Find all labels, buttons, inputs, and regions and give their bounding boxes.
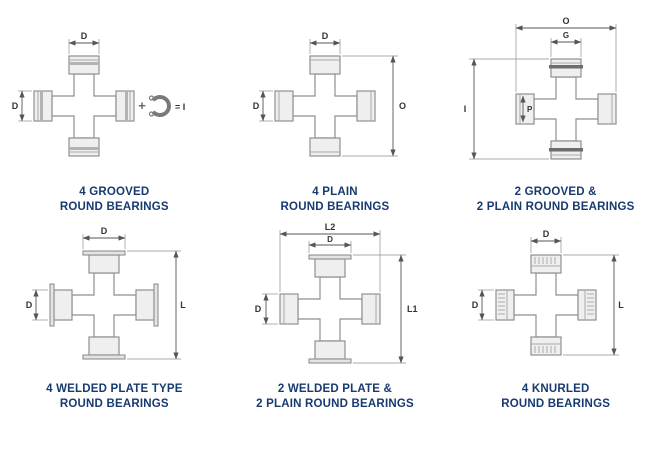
dimension-G-top: G (550, 31, 582, 57)
figure-caption: 4 WELDED PLATE TYPE ROUND BEARINGS (46, 382, 183, 412)
ujoint-diagram-4-knurled: D D L (471, 229, 624, 356)
ujoint-diagram-4-grooved: D D + = I (12, 31, 186, 157)
cross-and-cups (49, 250, 159, 360)
dimension-O-right: O (341, 55, 406, 157)
caption-line-1: 4 KNURLED (521, 382, 590, 395)
dim-label-l2-top: L2 (325, 222, 336, 232)
dimension-O-top: O (515, 16, 617, 92)
caption-line-1: 4 GROOVED (79, 186, 150, 198)
dim-label-d-left: D (253, 101, 260, 111)
dimension-D-top: D (308, 235, 352, 253)
figure-4-welded-plate: D D L 4 WELDED PLATE TYPE ROUND BEARINGS (4, 221, 225, 412)
plus-sign: + (139, 98, 147, 113)
dimension-D-left: D (255, 293, 278, 325)
cross-and-cups (279, 254, 381, 364)
dim-label-d-top: D (101, 226, 108, 236)
dim-label-d-left: D (255, 304, 262, 314)
dimension-D-top: D (82, 226, 126, 249)
dim-label-o-right: O (399, 101, 406, 111)
knurl-texture (497, 256, 594, 353)
dim-label-d-top: D (322, 31, 329, 41)
dimension-D-left: D (26, 289, 49, 321)
figure-grid: D D + = I 4 GROOVED ROUND BEARINGS (4, 14, 666, 412)
dimension-D-left: D (471, 289, 494, 321)
dimension-P-left-cup: P (519, 95, 533, 123)
dim-label-d-top: D (542, 229, 549, 239)
ujoint-diagram-2-grooved-2-plain: O G I P (463, 16, 617, 160)
dim-label-o-top: O (562, 16, 569, 26)
cross-and-cups (274, 55, 376, 157)
figure-caption: 2 WELDED PLATE & 2 PLAIN ROUND BEARINGS (256, 382, 414, 412)
caption-line-2: ROUND BEARINGS (280, 200, 390, 213)
dim-label-d-top: D (327, 235, 333, 244)
ujoint-diagram-2-welded-2-plain: L2 D D L1 (255, 222, 418, 364)
ujoint-diagram-4-plain: D D O (253, 31, 406, 157)
dim-label-p: P (527, 105, 533, 114)
dimension-D-top: D (530, 229, 562, 253)
dimension-D-top: D (309, 31, 341, 54)
caption-line-1: 2 GROOVED & (514, 186, 597, 198)
dimension-L-right: L (127, 250, 187, 360)
caption-line-1: 4 WELDED PLATE TYPE (46, 382, 183, 395)
dimension-L2-top: L2 (279, 222, 381, 292)
figure-caption: 4 KNURLED ROUND BEARINGS (501, 382, 610, 412)
figure-caption: 4 GROOVED ROUND BEARINGS (60, 185, 169, 215)
caption-line-2: ROUND BEARINGS (501, 397, 611, 410)
dim-label-d-top: D (81, 31, 88, 41)
dim-label-l1-right: L1 (407, 304, 418, 314)
dim-label-g-top: G (563, 31, 569, 40)
dim-label-l-right: L (618, 300, 624, 310)
cross-and-cups (495, 254, 597, 356)
cross-and-cups (33, 55, 135, 157)
equals-i-label: = I (175, 102, 185, 112)
snap-ring-formula: + = I (139, 95, 186, 117)
dim-label-d-left: D (12, 101, 19, 111)
caption-line-2: ROUND BEARINGS (59, 200, 169, 213)
dim-label-l-right: L (181, 300, 187, 310)
figure-4-plain: D D O 4 PLAIN ROUND BEARINGS (225, 14, 446, 215)
figure-caption: 4 PLAIN ROUND BEARINGS (281, 185, 390, 215)
caption-line-2: ROUND BEARINGS (59, 397, 169, 410)
figure-2-welded-2-plain: L2 D D L1 2 WELDED PLATE & (225, 221, 446, 412)
dimension-I-left: I (463, 58, 549, 160)
caption-line-1: 4 PLAIN (312, 186, 358, 198)
dimension-D-left: D (253, 90, 273, 122)
dimension-L1-right: L1 (352, 254, 418, 364)
dimension-D-left: D (12, 90, 33, 122)
dimension-D-top: D (68, 31, 100, 54)
dim-label-i-left: I (463, 104, 466, 114)
caption-line-2: 2 PLAIN ROUND BEARINGS (476, 200, 635, 213)
caption-line-2: 2 PLAIN ROUND BEARINGS (256, 397, 414, 410)
figure-2-grooved-2-plain: O G I P 2 GROOVED & 2 PLAIN ROUND BEARIN… (445, 14, 666, 215)
figure-4-knurled: D D L 4 KNURLED ROUND BEARINGS (445, 221, 666, 412)
snap-ring-icon (151, 95, 172, 117)
dim-label-d-left: D (26, 300, 33, 310)
ujoint-diagram-4-welded-plate: D D L (26, 226, 187, 360)
dim-label-d-left: D (471, 300, 478, 310)
caption-line-1: 2 WELDED PLATE & (277, 382, 393, 395)
figure-caption: 2 GROOVED & 2 PLAIN ROUND BEARINGS (477, 185, 635, 215)
figure-4-grooved: D D + = I 4 GROOVED ROUND BEARINGS (4, 14, 225, 215)
dimension-L-right: L (562, 254, 624, 356)
